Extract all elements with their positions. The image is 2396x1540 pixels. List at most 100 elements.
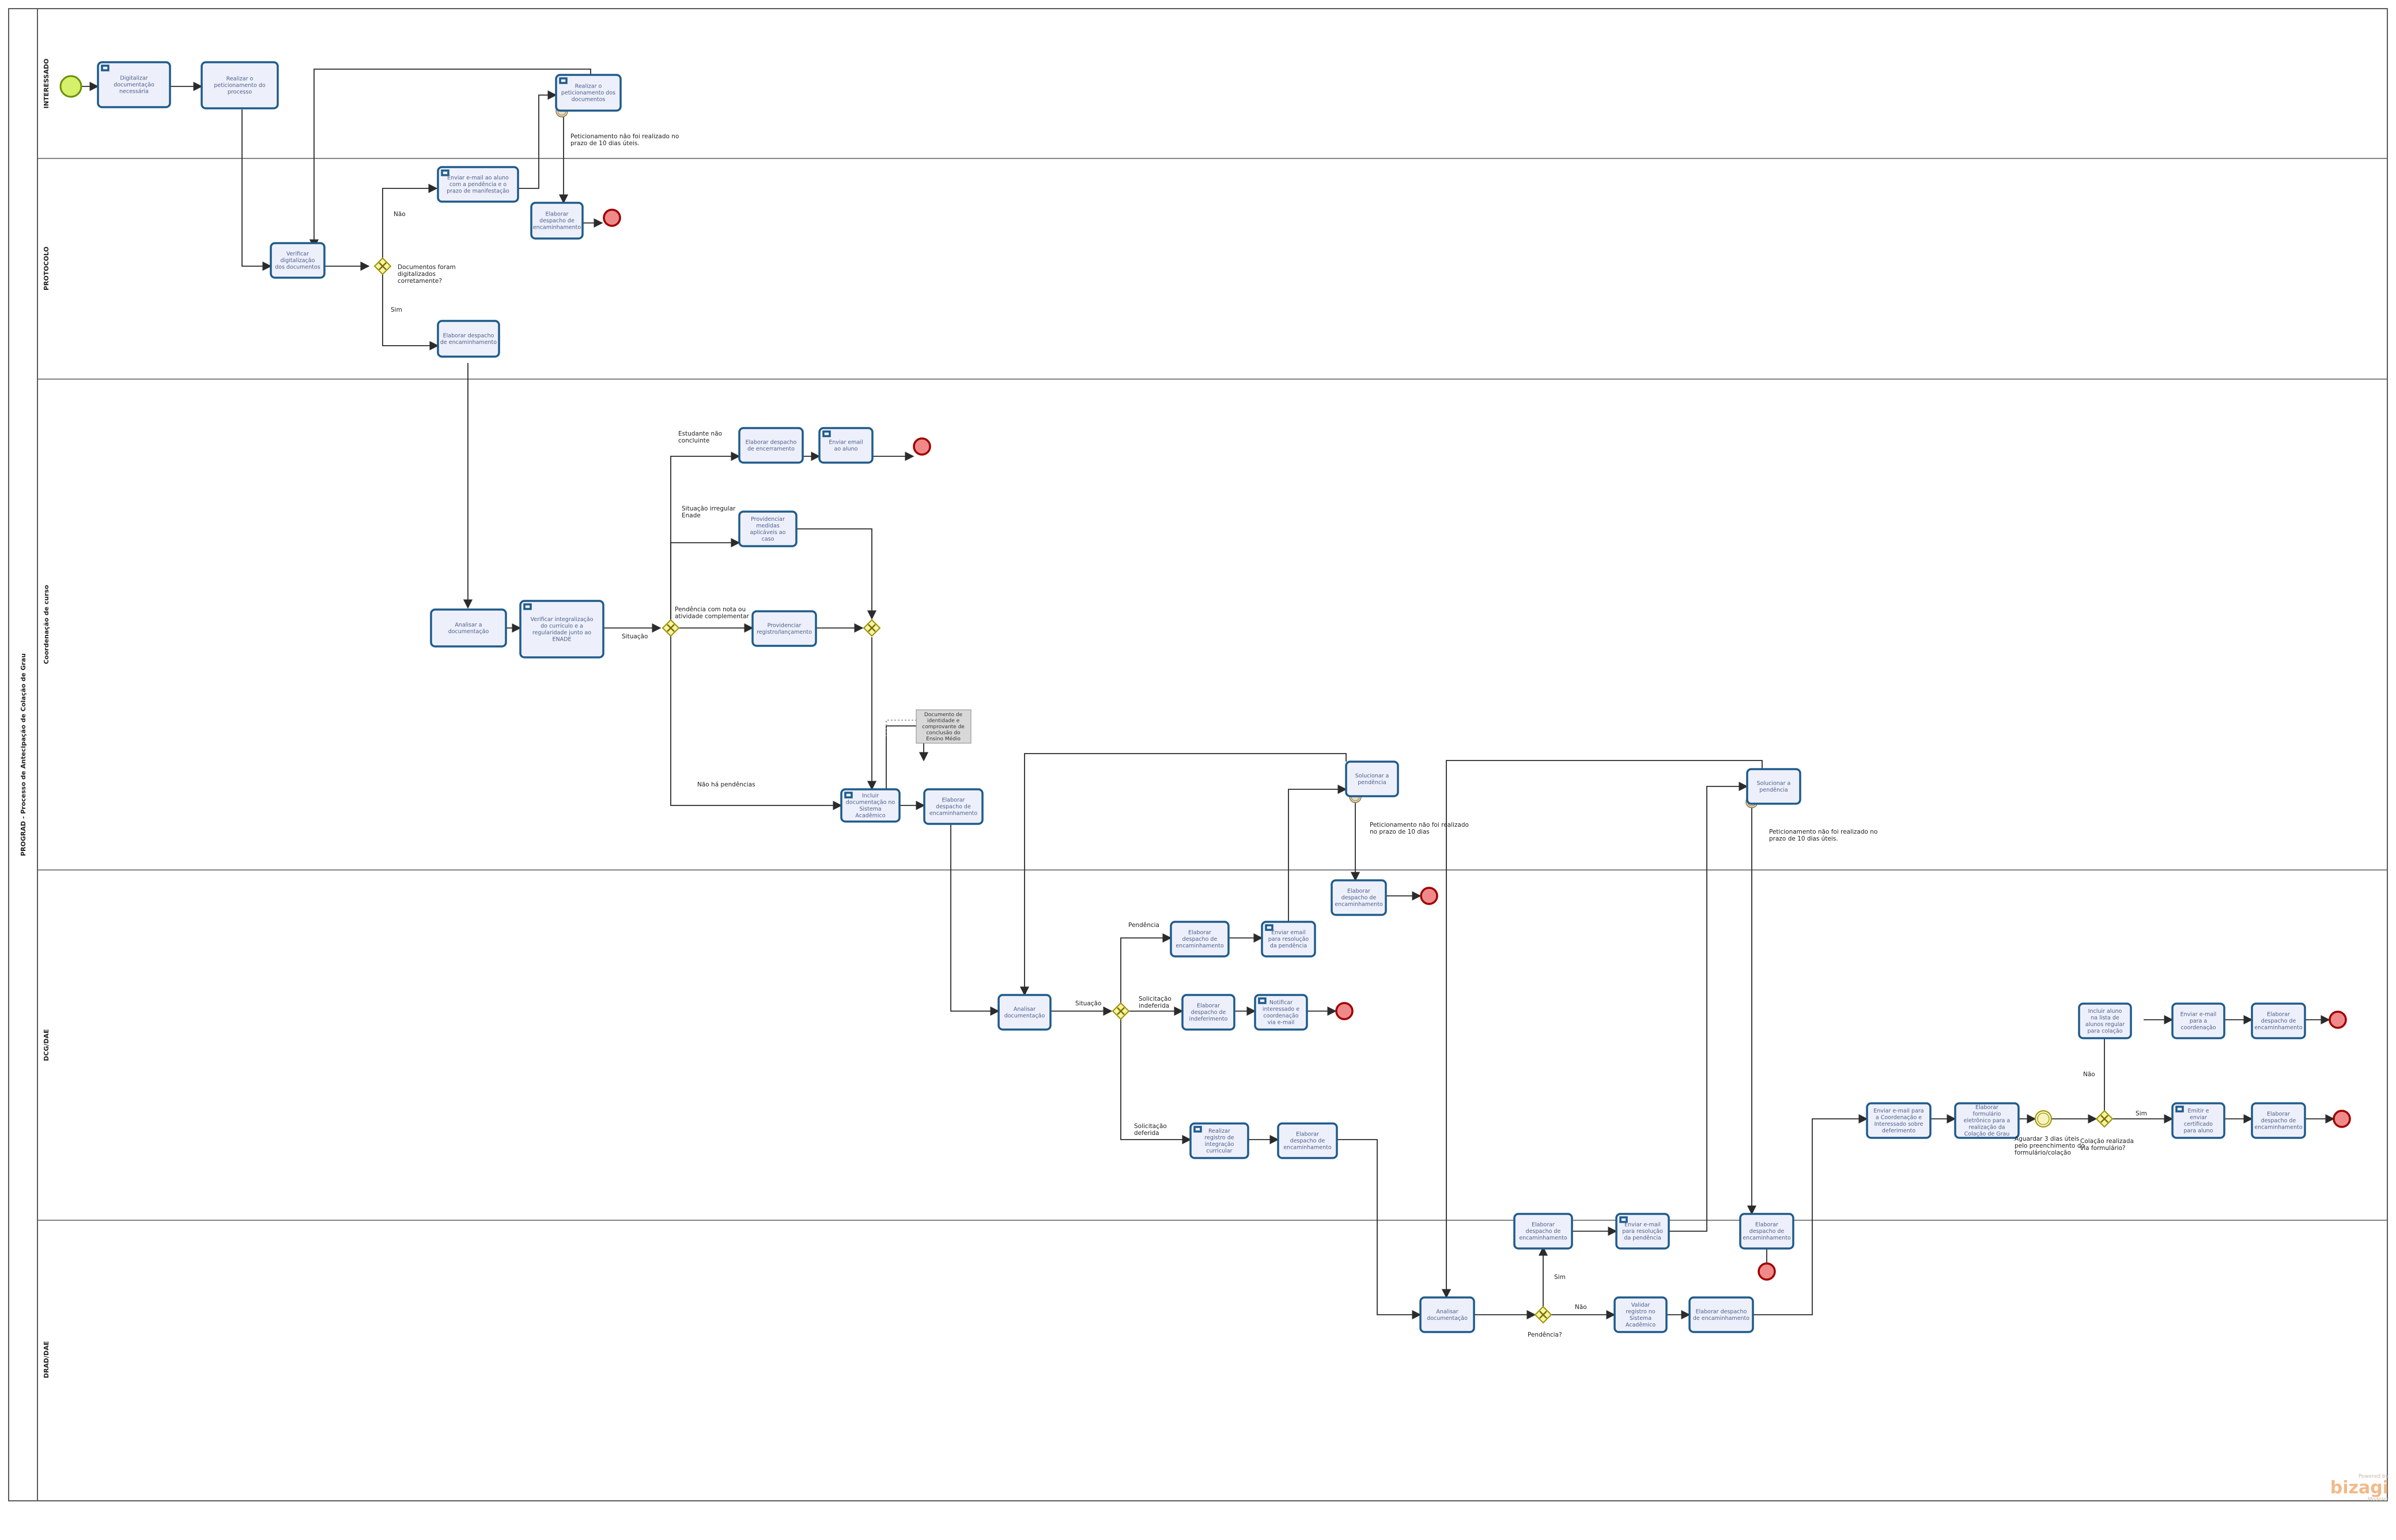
gateway-digitalizacao[interactable] <box>373 257 392 275</box>
label-nao-2: Não <box>2083 1071 2095 1078</box>
gateway-situacao-1[interactable] <box>662 619 680 637</box>
end-event-indeferida[interactable] <box>1335 1002 1354 1020</box>
gateway-pendencia[interactable] <box>1534 1306 1552 1324</box>
end-event-protocolo[interactable] <box>603 209 621 227</box>
user-icon <box>523 603 532 610</box>
end-event-coord-pendencia[interactable] <box>1420 887 1438 905</box>
user-icon <box>559 77 568 84</box>
lane-interessado: INTERESSADO <box>43 59 50 109</box>
gateway-situacao-2[interactable] <box>1112 1002 1130 1020</box>
gateway-merge[interactable] <box>863 619 881 637</box>
mail-icon <box>1265 924 1273 931</box>
label-sim-2: Sim <box>2136 1110 2147 1117</box>
label-sim-3: Sim <box>1554 1274 1566 1281</box>
lane-drad: DRAD/DAE <box>43 1341 50 1378</box>
user-icon <box>844 792 853 799</box>
end-event-drad[interactable] <box>1758 1262 1776 1281</box>
start-event[interactable] <box>59 75 82 98</box>
sequence-flows <box>82 69 2335 1320</box>
timer-event-aguardar[interactable] <box>2035 1110 2052 1127</box>
end-event-estudante[interactable] <box>913 437 931 456</box>
user-icon <box>1193 1126 1202 1133</box>
lane-separators <box>37 158 2387 1221</box>
gateway-colacao[interactable] <box>2095 1110 2114 1128</box>
label-nao-1: Não <box>394 211 406 218</box>
bizagi-watermark: Powered by bizagi Modeler <box>2325 1474 2389 1508</box>
end-event-certificado[interactable] <box>2333 1110 2351 1128</box>
label-naohouve: Não há pendências <box>697 781 755 788</box>
mail-icon <box>441 169 449 176</box>
end-event-lista[interactable] <box>2329 1011 2347 1029</box>
